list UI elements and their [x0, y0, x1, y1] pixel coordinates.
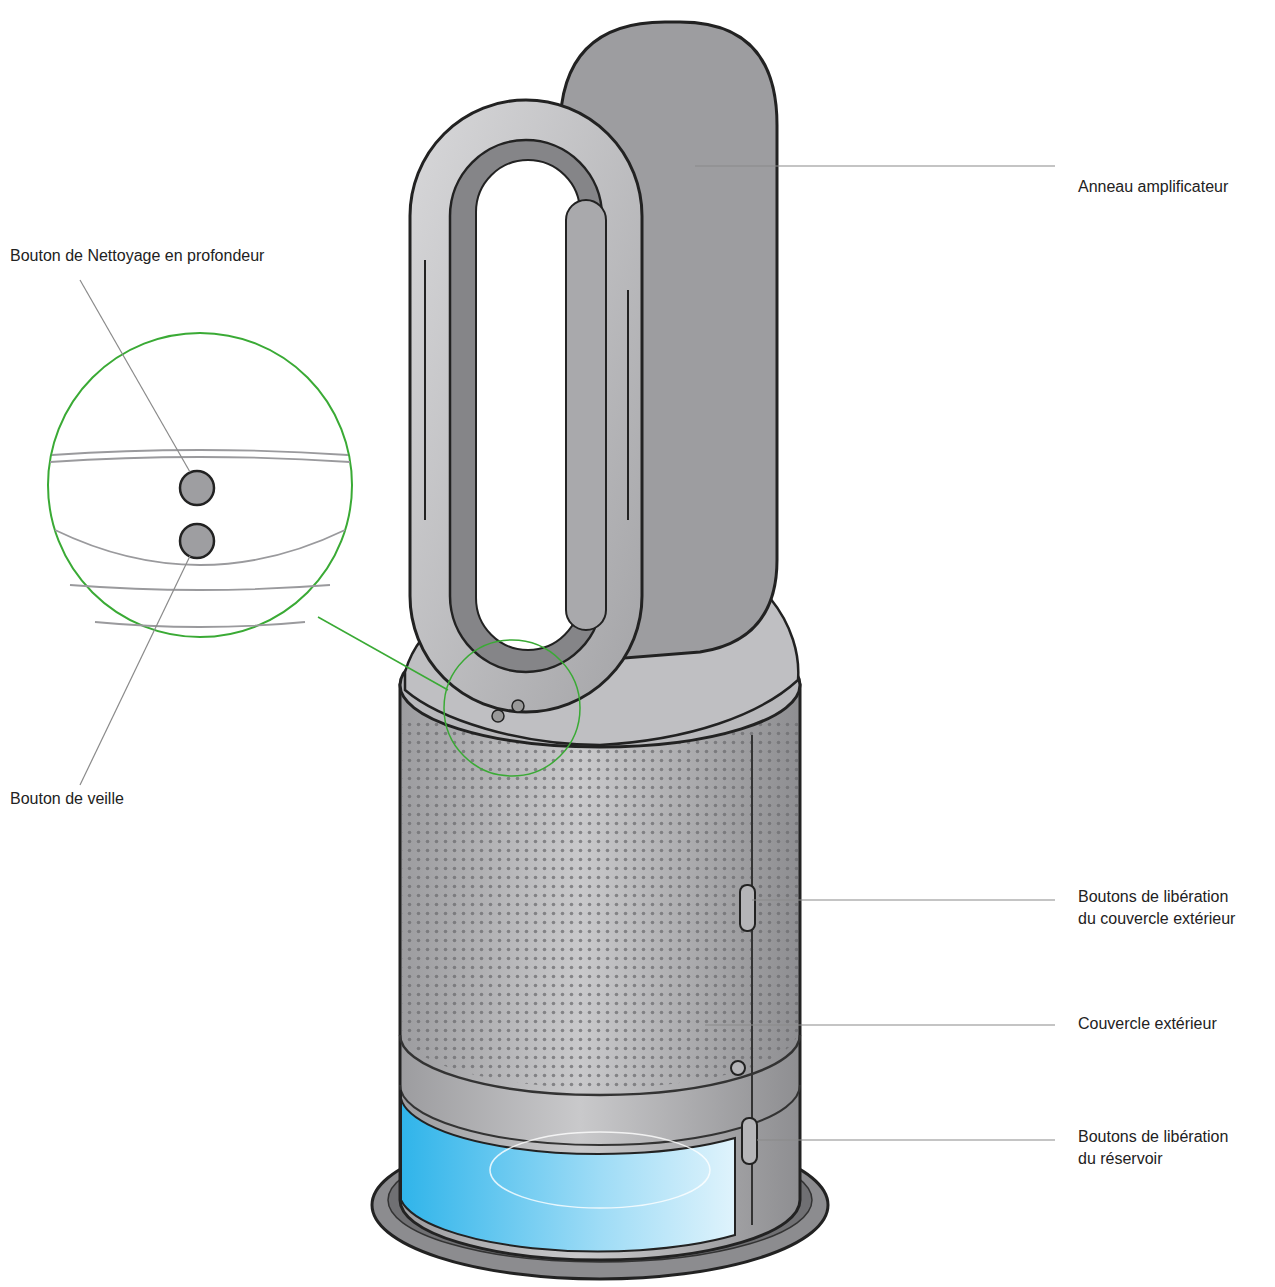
loop-front: [410, 100, 642, 712]
standby-button: [180, 524, 214, 558]
tank-detail: [490, 1132, 710, 1208]
leader-line: [705, 1024, 1055, 1025]
cover-edge: [400, 1035, 800, 1095]
body-cylinder: [400, 685, 800, 1260]
zoom-connector: [318, 617, 448, 690]
control-button: [512, 700, 524, 712]
part-label: Couvercle extérieur: [1078, 1013, 1268, 1035]
part-label: Bouton de veille: [10, 788, 210, 810]
leader-line: [80, 280, 190, 472]
tank-release-button: [742, 1118, 757, 1164]
loop-inner-side: [566, 200, 606, 630]
leader-line: [80, 556, 190, 785]
control-button: [492, 710, 504, 722]
loop-opening: [476, 160, 580, 650]
deep-clean-button: [180, 471, 214, 505]
water-tank: [401, 1090, 735, 1251]
loop-slots: [425, 260, 628, 520]
loop-back: [560, 22, 777, 660]
cover-release-button: [740, 885, 755, 931]
leader-line: [752, 899, 1055, 900]
part-label: Boutons de libération du réservoir: [1078, 1126, 1243, 1170]
zoom-circle: [48, 333, 352, 637]
part-label: Bouton de Nettoyage en profondeur: [10, 245, 340, 267]
leader-line: [695, 165, 1055, 166]
zoom-marker: [444, 640, 580, 776]
part-label: Anneau amplificateur: [1078, 176, 1268, 198]
part-label: Boutons de libération du couvercle extér…: [1078, 886, 1243, 930]
outer-cover-grille: [402, 720, 798, 1088]
zoom-contours: [50, 450, 350, 627]
cover-latch: [731, 1061, 745, 1075]
leader-line: [757, 1139, 1055, 1140]
